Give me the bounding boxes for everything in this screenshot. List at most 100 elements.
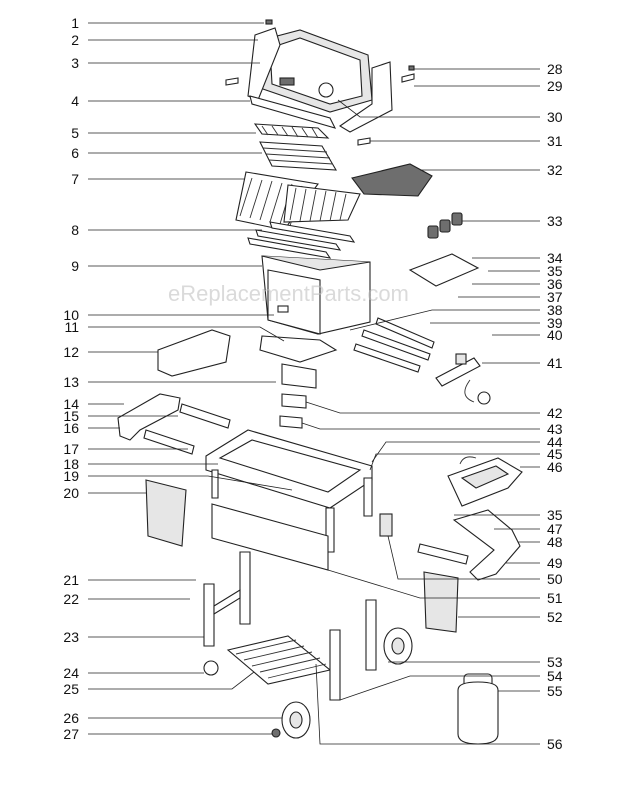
watermark: eReplacementParts.com [168, 281, 409, 306]
frame-side-left [117, 393, 181, 441]
grill-parts-drawing [117, 19, 523, 745]
part-number-left-label-5: 5 [71, 125, 79, 141]
part-number-left-label-13: 13 [63, 374, 79, 390]
front-panel [211, 503, 329, 571]
frame-brace-a [179, 403, 231, 429]
part-number-right-label-7: 34 [547, 250, 563, 266]
part-number-right-label-6: 33 [547, 213, 563, 229]
part-number-right-label-22: 48 [547, 534, 563, 550]
catch-pan-holder [281, 363, 317, 389]
part-number-right-label-30: 56 [547, 736, 563, 752]
frame-side-right [452, 509, 521, 581]
part-number-left-label-23: 23 [63, 629, 79, 645]
part-number-right-label-11: 38 [547, 302, 563, 318]
side-panel-right [423, 571, 459, 633]
disposable-drip-pan [279, 415, 303, 429]
cookbox [261, 255, 371, 335]
part-number-right-label-13: 40 [547, 327, 563, 343]
part-number-right-label-16: 43 [547, 421, 563, 437]
part-number-right-label-2: 29 [547, 78, 563, 94]
bottom-tray [259, 335, 338, 363]
part-numbers-right: 2829303132333435363738394041424344454635… [547, 61, 563, 752]
lid-end-cap-right [338, 61, 393, 133]
side-burner [447, 456, 523, 507]
bottom-shelf [226, 635, 332, 685]
part-number-left-label-18: 18 [63, 456, 79, 472]
control-panel [408, 253, 480, 287]
part-number-right-label-17: 44 [547, 434, 563, 450]
part-number-left-label-11: 11 [64, 319, 79, 335]
bolt-29 [401, 73, 415, 83]
part-number-left-label-9: 9 [71, 258, 79, 274]
part-number-right-label-3: 30 [547, 109, 563, 125]
part-number-right-label-28: 54 [547, 668, 563, 684]
part-number-right-label-12: 39 [547, 315, 563, 331]
part-number-left-label-20: 20 [63, 485, 79, 501]
heat-deflector-bar [269, 221, 356, 243]
drip-tray [281, 393, 307, 409]
lid-handle [249, 95, 337, 129]
leg-left-front [203, 583, 215, 647]
part-number-left-label-6: 6 [71, 145, 79, 161]
part-number-left-label-17: 17 [63, 441, 79, 457]
part-number-left-label-3: 3 [71, 55, 79, 71]
control-knobs [427, 212, 463, 239]
part-number-right-label-18: 45 [547, 446, 563, 462]
burner-tubes [353, 317, 435, 373]
bolt-31 [357, 137, 371, 146]
part-number-right-label-4: 31 [547, 133, 563, 149]
part-number-right-label-26: 52 [547, 609, 563, 625]
part-number-left-label-12: 12 [63, 344, 79, 360]
warming-rack [253, 123, 330, 139]
part-number-right-label-24: 50 [547, 571, 563, 587]
part-number-right-label-23: 49 [547, 555, 563, 571]
part-number-right-label-19: 46 [547, 459, 563, 475]
part-number-right-label-14: 41 [547, 355, 563, 371]
side-table [157, 329, 231, 377]
part-number-right-label-9: 36 [547, 276, 563, 292]
part-number-left-label-10: 10 [63, 307, 79, 323]
manifold [435, 353, 491, 405]
cooking-grate [259, 141, 337, 171]
part-number-left-label-22: 22 [63, 591, 79, 607]
leg-right-front [329, 629, 341, 701]
part-number-left-label-16: 16 [63, 420, 79, 436]
part-number-left-label-14: 14 [63, 396, 79, 412]
part-numbers-left: 1234567891011121314151617181920212223242… [63, 15, 79, 742]
part-number-left-label-27: 27 [63, 726, 79, 742]
part-number-left-label-25: 25 [63, 681, 79, 697]
part-number-left-label-8: 8 [71, 222, 79, 238]
logo-plate [279, 77, 295, 86]
screw-1 [265, 19, 273, 25]
part-number-left-label-7: 7 [71, 171, 79, 187]
leader-lines [88, 22, 540, 745]
leg-left-rear [239, 551, 251, 625]
igniter-module [379, 513, 393, 537]
caster-24 [203, 660, 219, 676]
part-number-right-label-1: 28 [547, 61, 563, 77]
part-number-right-label-21: 47 [547, 521, 563, 537]
screw-28 [408, 65, 415, 71]
part-number-left-label-1: 1 [71, 15, 79, 31]
part-number-right-label-15: 42 [547, 405, 563, 421]
side-panel-left [145, 479, 187, 547]
wheel-26 [281, 701, 311, 739]
part-number-left-label-15: 15 [63, 408, 79, 424]
lid-end-cap-left [247, 27, 281, 101]
part-number-right-label-10: 37 [547, 289, 563, 305]
propane-tank [457, 673, 499, 745]
part-number-right-label-5: 32 [547, 162, 563, 178]
part-number-left-label-26: 26 [63, 710, 79, 726]
part-number-left-label-24: 24 [63, 665, 79, 681]
part-number-right-label-27: 53 [547, 654, 563, 670]
part-number-right-label-20: 35 [547, 507, 563, 523]
bolt-left [225, 77, 239, 86]
part-number-left-label-4: 4 [71, 93, 79, 109]
thermometer [318, 82, 334, 98]
part-number-left-label-21: 21 [63, 572, 79, 588]
part-number-right-label-8: 35 [547, 263, 563, 279]
side-burner-lid [351, 163, 433, 197]
leg-right-rear [365, 599, 377, 671]
hub-cap-27 [271, 728, 281, 738]
